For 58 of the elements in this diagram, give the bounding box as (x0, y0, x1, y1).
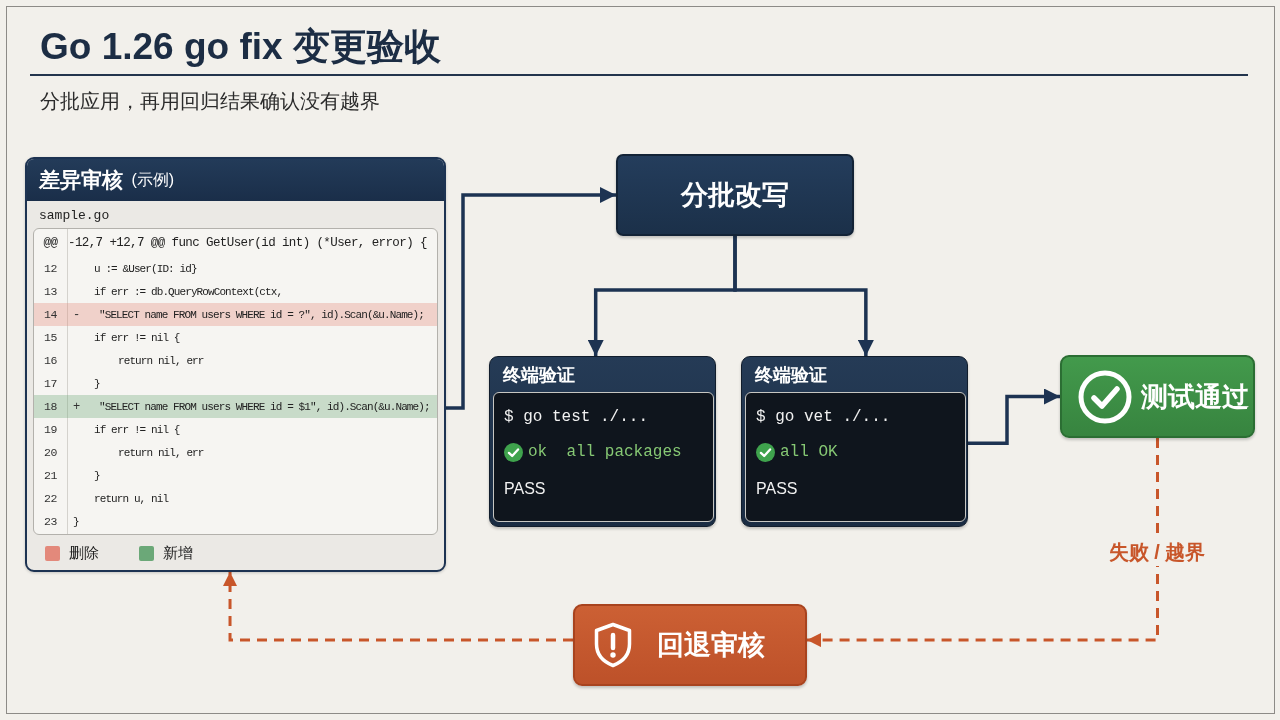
panel-heading: 差异审核 (示例) (27, 159, 444, 201)
terminal-card (741, 356, 968, 527)
code-line: return u, nil (94, 491, 169, 507)
status-text: PASS (504, 479, 546, 499)
legend-label: 删除 (69, 544, 99, 562)
legend-label: 新增 (163, 544, 193, 562)
code-line: if err != nil { (94, 422, 180, 438)
status-label: 回退审核 (657, 629, 765, 661)
command-line: $ go test ./... (504, 407, 649, 427)
code-review-panel (25, 157, 446, 572)
diff-code-block (33, 228, 438, 535)
hunk-marker: @@ (43, 235, 58, 251)
process-box: 分批改写 (616, 154, 854, 236)
page-subtitle: 分批应用，再用回归结果确认没有越界 (40, 89, 380, 114)
line-number: 22 (44, 490, 57, 507)
line-number: 17 (44, 375, 57, 392)
terminal-card (489, 356, 716, 527)
output-text: all OK (780, 442, 838, 462)
file-name: sample.go (39, 207, 110, 225)
line-number: 14 (44, 306, 57, 323)
hunk-header: -12,7 +12,7 @@ func GetUser(id int) (*User, error) { (68, 235, 427, 251)
success-box (1060, 355, 1255, 438)
code-line: "SELECT name FROM users WHERE id = ?", id).Scan(&u.Name); (99, 307, 424, 323)
card-heading: 终端验证 (503, 364, 575, 386)
command-line: $ go vet ./... (756, 407, 891, 427)
diff-sign: + (73, 398, 81, 415)
rollback-box (573, 604, 807, 686)
line-number: 18 (44, 398, 57, 415)
code-line: return nil, err (118, 353, 204, 369)
line-number: 12 (44, 260, 57, 277)
arrow (446, 187, 616, 410)
code-line: } (94, 376, 100, 392)
terminal-window (745, 392, 966, 522)
terminal-window (493, 392, 714, 522)
status-label: 测试通过 (1141, 380, 1249, 413)
page-title: Go 1.26 go fix 变更验收 (40, 25, 441, 69)
line-number: 16 (44, 352, 57, 369)
arrow (968, 388, 1060, 445)
diff-sign: - (73, 306, 81, 323)
code-line: u := &User(ID: id} (94, 261, 197, 277)
status-text: PASS (756, 479, 798, 499)
code-line: return nil, err (118, 445, 204, 461)
line-number: 20 (44, 444, 57, 461)
line-number: 23 (44, 513, 57, 530)
line-number: 15 (44, 329, 57, 346)
code-line: "SELECT name FROM users WHERE id = $1", id).Scan(&u.Name); (99, 399, 430, 415)
dashed-arrow (223, 572, 573, 642)
dashed-arrow (807, 438, 1159, 648)
code-line: } (94, 468, 100, 484)
line-number: 13 (44, 283, 57, 300)
line-number: 21 (44, 467, 57, 484)
code-line: if err := db.QueryRowContext(ctx, (94, 284, 283, 300)
line-number: 19 (44, 421, 57, 438)
code-line: if err != nil { (94, 330, 180, 346)
code-line: } (73, 514, 79, 530)
output-text: ok all packages (528, 442, 682, 462)
card-heading: 终端验证 (755, 364, 827, 386)
arrow (733, 236, 874, 356)
